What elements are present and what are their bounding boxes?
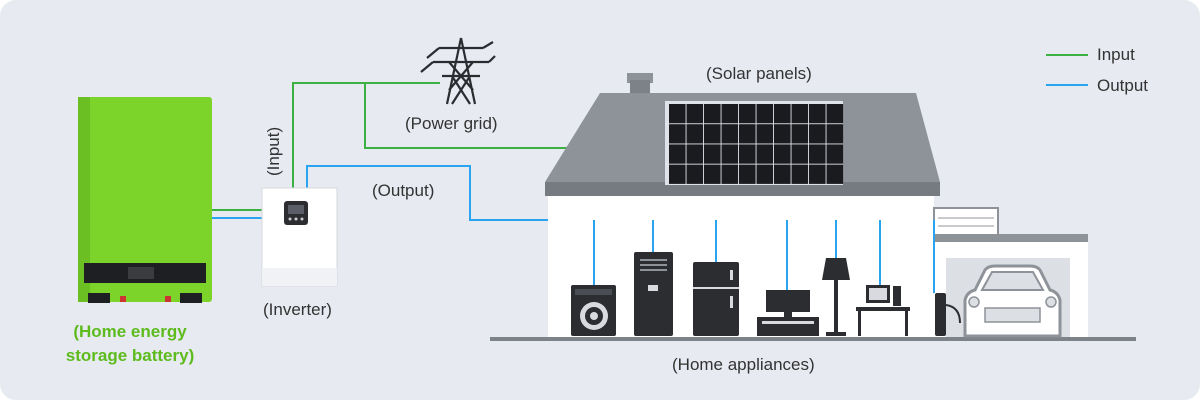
solar-cell: [669, 144, 686, 164]
battery-label-line1: (Home energy: [73, 322, 187, 341]
solar-cell: [809, 144, 826, 164]
solar-cell: [826, 104, 844, 124]
power-tower-icon: [420, 37, 496, 105]
solar-input-line: [364, 83, 663, 149]
legend-input-label: Input: [1097, 45, 1135, 64]
solar-cell: [686, 124, 704, 144]
solar-cell: [809, 164, 826, 184]
output-label: (Output): [372, 181, 435, 200]
solar-cell: [721, 104, 739, 124]
solar-panels-label: (Solar panels): [706, 64, 812, 83]
solar-cell: [791, 144, 809, 164]
solar-cell: [791, 164, 809, 184]
battery-label-line2: storage battery): [65, 346, 195, 365]
garage-roof-block: [933, 207, 999, 237]
solar-cell: [704, 104, 721, 124]
solar-cell: [756, 104, 774, 124]
battery-display-screen: [128, 267, 154, 279]
solar-cell: [809, 124, 826, 144]
chimney-cap: [627, 73, 653, 83]
battery-terminal-red-2: [165, 296, 171, 302]
tv-icon: [757, 290, 819, 336]
solar-cell: [791, 124, 809, 144]
refrigerator-icon: [693, 262, 739, 336]
solar-cell: [704, 124, 721, 144]
battery-side-shade: [78, 97, 90, 302]
solar-cell: [721, 164, 739, 184]
solar-cell: [791, 104, 809, 124]
solar-cell: [669, 104, 686, 124]
power-grid-label: (Power grid): [405, 114, 498, 133]
solar-cell: [721, 124, 739, 144]
solar-cell: [739, 144, 756, 164]
air-conditioner-icon: [634, 252, 673, 336]
legend-output-label: Output: [1097, 76, 1149, 95]
solar-cell: [739, 104, 756, 124]
garage-roof: [934, 234, 1088, 242]
battery-body: [78, 97, 212, 302]
inverter-label: (Inverter): [263, 300, 332, 319]
solar-cell: [739, 164, 756, 184]
solar-cell: [756, 124, 774, 144]
solar-cell: [686, 164, 704, 184]
inverter-icon: [261, 187, 338, 287]
solar-cell: [774, 144, 791, 164]
solar-cell: [739, 124, 756, 144]
solar-cell: [669, 124, 686, 144]
battery-label: (Home energy storage battery): [60, 320, 200, 368]
solar-cell: [721, 144, 739, 164]
grid-input-line: [292, 82, 440, 188]
battery-icon: [78, 97, 212, 303]
solar-cell: [774, 104, 791, 124]
solar-panel-icon: [665, 101, 844, 185]
inverter-base: [262, 268, 337, 286]
solar-cell: [704, 144, 721, 164]
desktop-computer-icon: [856, 285, 910, 336]
solar-cell: [669, 164, 686, 184]
washing-machine-icon: [571, 285, 616, 336]
solar-cell: [686, 144, 704, 164]
solar-cell: [756, 144, 774, 164]
roof-eave: [545, 182, 940, 196]
solar-cell: [704, 164, 721, 184]
solar-cell: [826, 144, 844, 164]
car-icon: [963, 264, 1062, 338]
floor-lamp-icon: [822, 258, 850, 336]
home-appliances-label: (Home appliances): [672, 355, 815, 374]
solar-cell: [826, 164, 844, 184]
appliance-drop-lines: [593, 220, 935, 293]
solar-cell: [686, 104, 704, 124]
solar-cell: [809, 104, 826, 124]
battery-terminal-red: [120, 296, 126, 302]
battery-foot-right: [180, 293, 202, 303]
solar-cell: [774, 164, 791, 184]
input-label: (Input): [264, 126, 283, 176]
ev-charger-icon: [935, 293, 961, 336]
solar-cell: [774, 124, 791, 144]
solar-cell: [756, 164, 774, 184]
battery-foot-left: [88, 293, 110, 303]
solar-cell: [826, 124, 844, 144]
